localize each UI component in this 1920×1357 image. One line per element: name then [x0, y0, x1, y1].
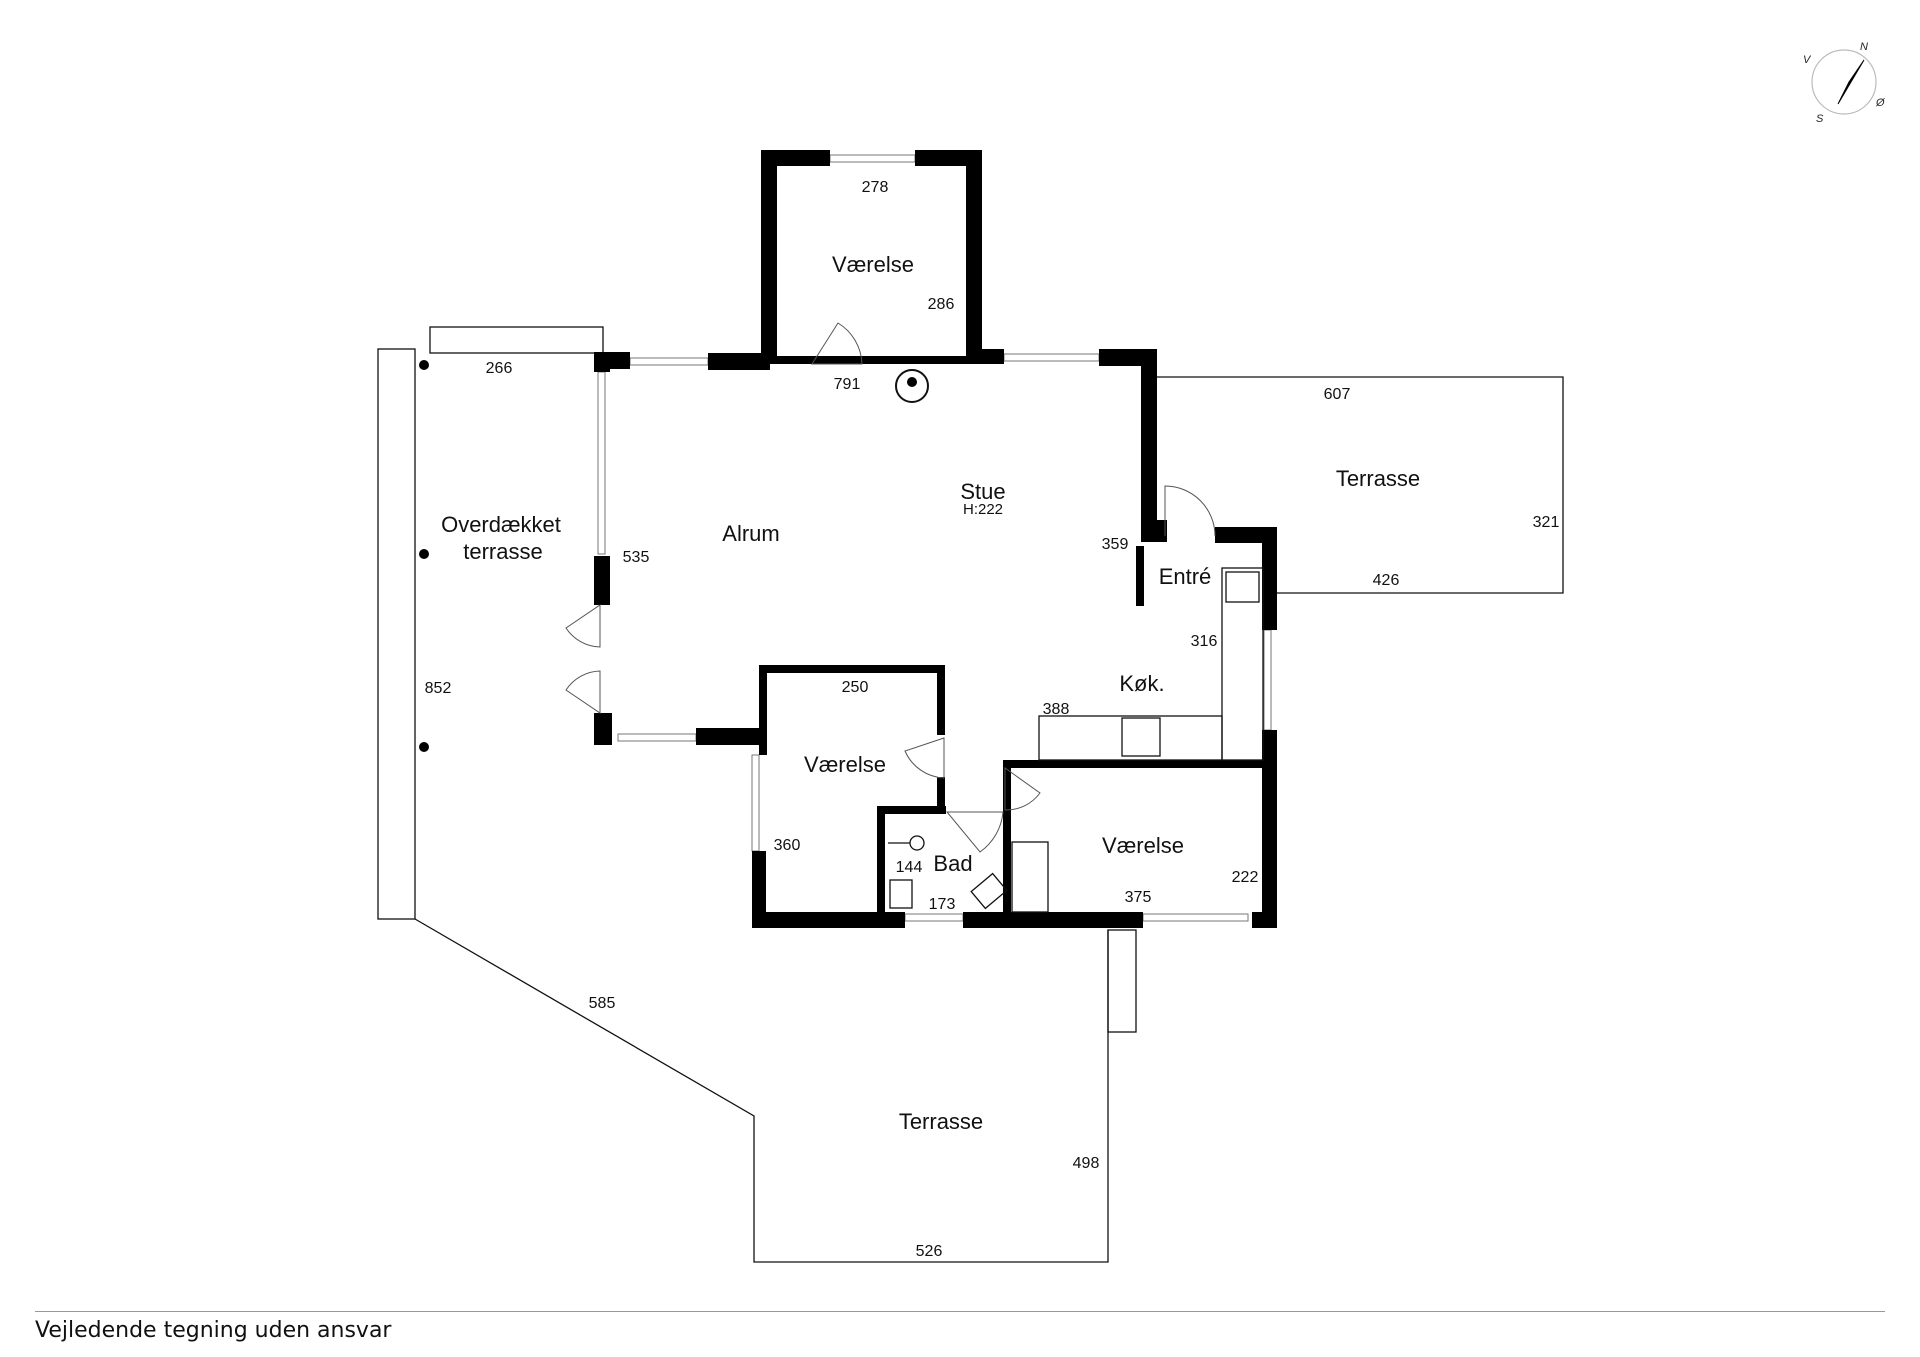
dimension-label: 375 — [1125, 889, 1152, 906]
compass-o: Ø — [1875, 97, 1886, 109]
bathroom-fixtures — [888, 835, 1008, 910]
dimension-label: 316 — [1191, 633, 1218, 650]
disclaimer-text: Vejledende tegning uden ansvar — [35, 1318, 392, 1343]
room-label-koek: Køk. — [1119, 671, 1164, 696]
south-terrace-post — [1107, 929, 1137, 1033]
dimension-label: 388 — [1043, 701, 1070, 718]
terrace-column — [419, 549, 429, 559]
compass-icon: N V S Ø — [1803, 41, 1886, 125]
dimension-label: 144 — [896, 859, 923, 876]
compass-v: V — [1803, 54, 1812, 66]
room-label-bad: Bad — [933, 851, 972, 876]
dimension-label: 585 — [589, 995, 616, 1012]
room-label-vaerelse-right: Værelse — [1102, 833, 1184, 858]
south-terrace-outline — [414, 918, 1109, 1263]
dimension-label: 278 — [862, 179, 889, 196]
walls — [594, 150, 1277, 928]
room-label-overdaekket-2: terrasse — [463, 539, 542, 564]
room-label-stue: Stue — [960, 479, 1005, 504]
dimension-label: 426 — [1373, 572, 1400, 589]
covered-terrace-outline — [377, 326, 604, 920]
dimension-label: 250 — [842, 679, 869, 696]
east-terrace-outline — [1157, 376, 1564, 594]
dimension-label: 286 — [928, 296, 955, 313]
dimension-label: 852 — [425, 680, 452, 697]
terrace-column — [419, 742, 429, 752]
dimension-label: 360 — [774, 837, 801, 854]
room-label-terrasse-south: Terrasse — [899, 1109, 983, 1134]
room-label-vaerelse-mid: Værelse — [804, 752, 886, 777]
terrace-column — [419, 360, 429, 370]
room-label-alrum: Alrum — [722, 521, 779, 546]
dimension-label: 321 — [1533, 514, 1560, 531]
wardrobe — [1011, 841, 1049, 913]
dimension-label: 526 — [916, 1243, 943, 1260]
dimension-label: 535 — [623, 549, 650, 566]
stove-icon — [895, 369, 929, 403]
footer-divider — [35, 1311, 1885, 1312]
kitchen-counter — [1038, 567, 1264, 761]
doors — [565, 322, 1216, 853]
compass-n: N — [1860, 41, 1868, 53]
dimension-label: 359 — [1102, 536, 1129, 553]
room-label-terrasse-east: Terrasse — [1336, 466, 1420, 491]
dimension-label: 266 — [486, 360, 513, 377]
room-label-vaerelse-top: Værelse — [832, 252, 914, 277]
dimension-label: 498 — [1073, 1155, 1100, 1172]
dimension-label: 791 — [834, 376, 861, 393]
room-height-stue: H:222 — [963, 501, 1003, 518]
room-label-overdaekket-1: Overdækket — [441, 512, 561, 537]
dimension-label: 173 — [929, 896, 956, 913]
room-label-entre: Entré — [1159, 564, 1212, 589]
dimension-label: 222 — [1232, 869, 1259, 886]
dimension-label: 607 — [1324, 386, 1351, 403]
compass-s: S — [1816, 113, 1824, 125]
